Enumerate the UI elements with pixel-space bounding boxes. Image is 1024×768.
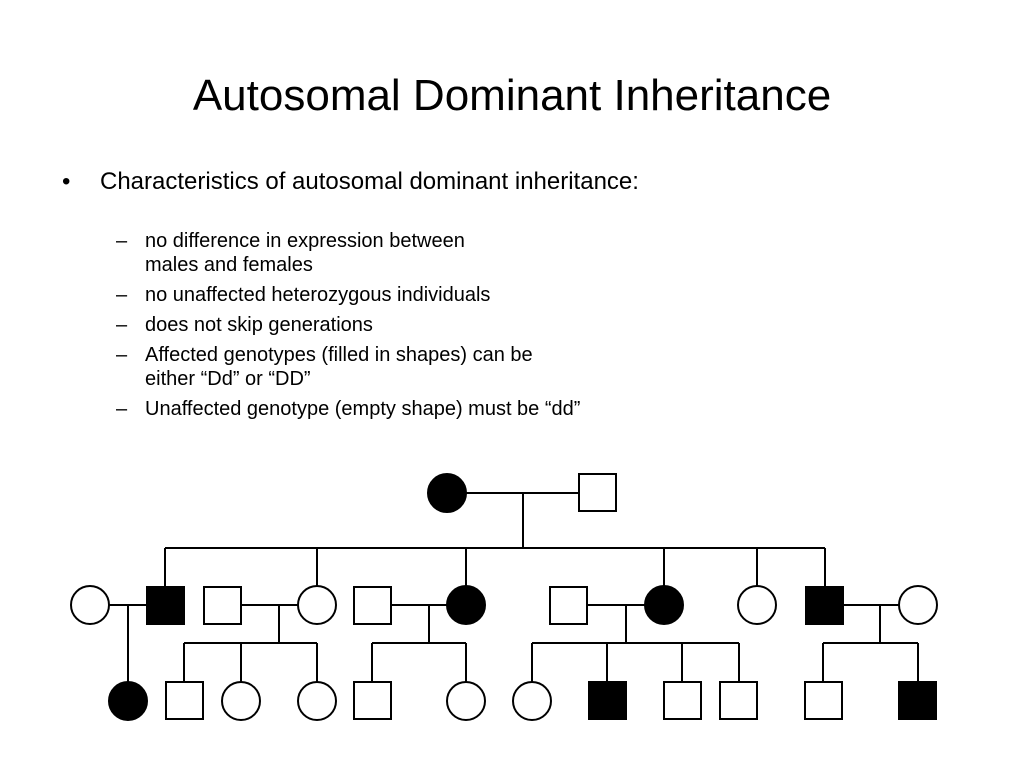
sub-bullet: – no difference in expression between ma… — [116, 229, 776, 277]
sub-bullet-text: males and females — [145, 254, 313, 276]
male-affected — [805, 586, 844, 625]
female-unaffected — [297, 681, 337, 721]
slide-title: Autosomal Dominant Inheritance — [192, 71, 832, 120]
female-unaffected — [221, 681, 261, 721]
male-affected — [588, 681, 627, 720]
female-affected — [644, 585, 684, 625]
male-affected — [146, 586, 185, 625]
female-unaffected — [898, 585, 938, 625]
male-unaffected — [203, 586, 242, 625]
sub-bullet-dash: – — [116, 314, 128, 336]
sub-bullet-dash: – — [116, 344, 128, 366]
sub-bullet-dash: – — [116, 398, 128, 420]
female-unaffected — [512, 681, 552, 721]
sub-bullet: – does not skip generations — [116, 313, 776, 337]
male-unaffected — [719, 681, 758, 720]
male-unaffected — [663, 681, 702, 720]
female-affected — [446, 585, 486, 625]
sub-bullet-text: no unaffected heterozygous individuals — [145, 284, 491, 306]
male-unaffected — [165, 681, 204, 720]
male-unaffected — [549, 586, 588, 625]
sub-bullet: – Unaffected genotype (empty shape) must… — [116, 397, 776, 421]
main-bullet-text: Characteristics of autosomal dominant in… — [100, 168, 639, 195]
sub-bullet-text: Affected genotypes (filled in shapes) ca… — [145, 344, 533, 366]
pedigree-lines — [109, 492, 919, 682]
sub-bullet-dash: – — [116, 230, 128, 252]
sub-bullet-text: Unaffected genotype (empty shape) must b… — [145, 398, 581, 420]
male-unaffected — [353, 681, 392, 720]
bullet-marker: • — [62, 168, 71, 195]
sub-bullet-list: – no difference in expression between ma… — [116, 229, 776, 427]
sub-bullet: – no unaffected heterozygous individuals — [116, 283, 776, 307]
sub-bullet-text: either “Dd” or “DD” — [145, 368, 311, 390]
male-affected — [898, 681, 937, 720]
female-unaffected — [297, 585, 337, 625]
female-unaffected — [446, 681, 486, 721]
sub-bullet-text: no difference in expression between — [145, 230, 465, 252]
male-unaffected — [578, 473, 617, 512]
female-unaffected — [70, 585, 110, 625]
male-unaffected — [353, 586, 392, 625]
sub-bullet: – Affected genotypes (filled in shapes) … — [116, 343, 776, 391]
sub-bullet-text: does not skip generations — [145, 314, 373, 336]
male-unaffected — [804, 681, 843, 720]
female-affected — [427, 473, 467, 513]
pedigree-individuals — [70, 473, 938, 721]
female-unaffected — [737, 585, 777, 625]
sub-bullet-dash: – — [116, 284, 128, 306]
female-affected — [108, 681, 148, 721]
